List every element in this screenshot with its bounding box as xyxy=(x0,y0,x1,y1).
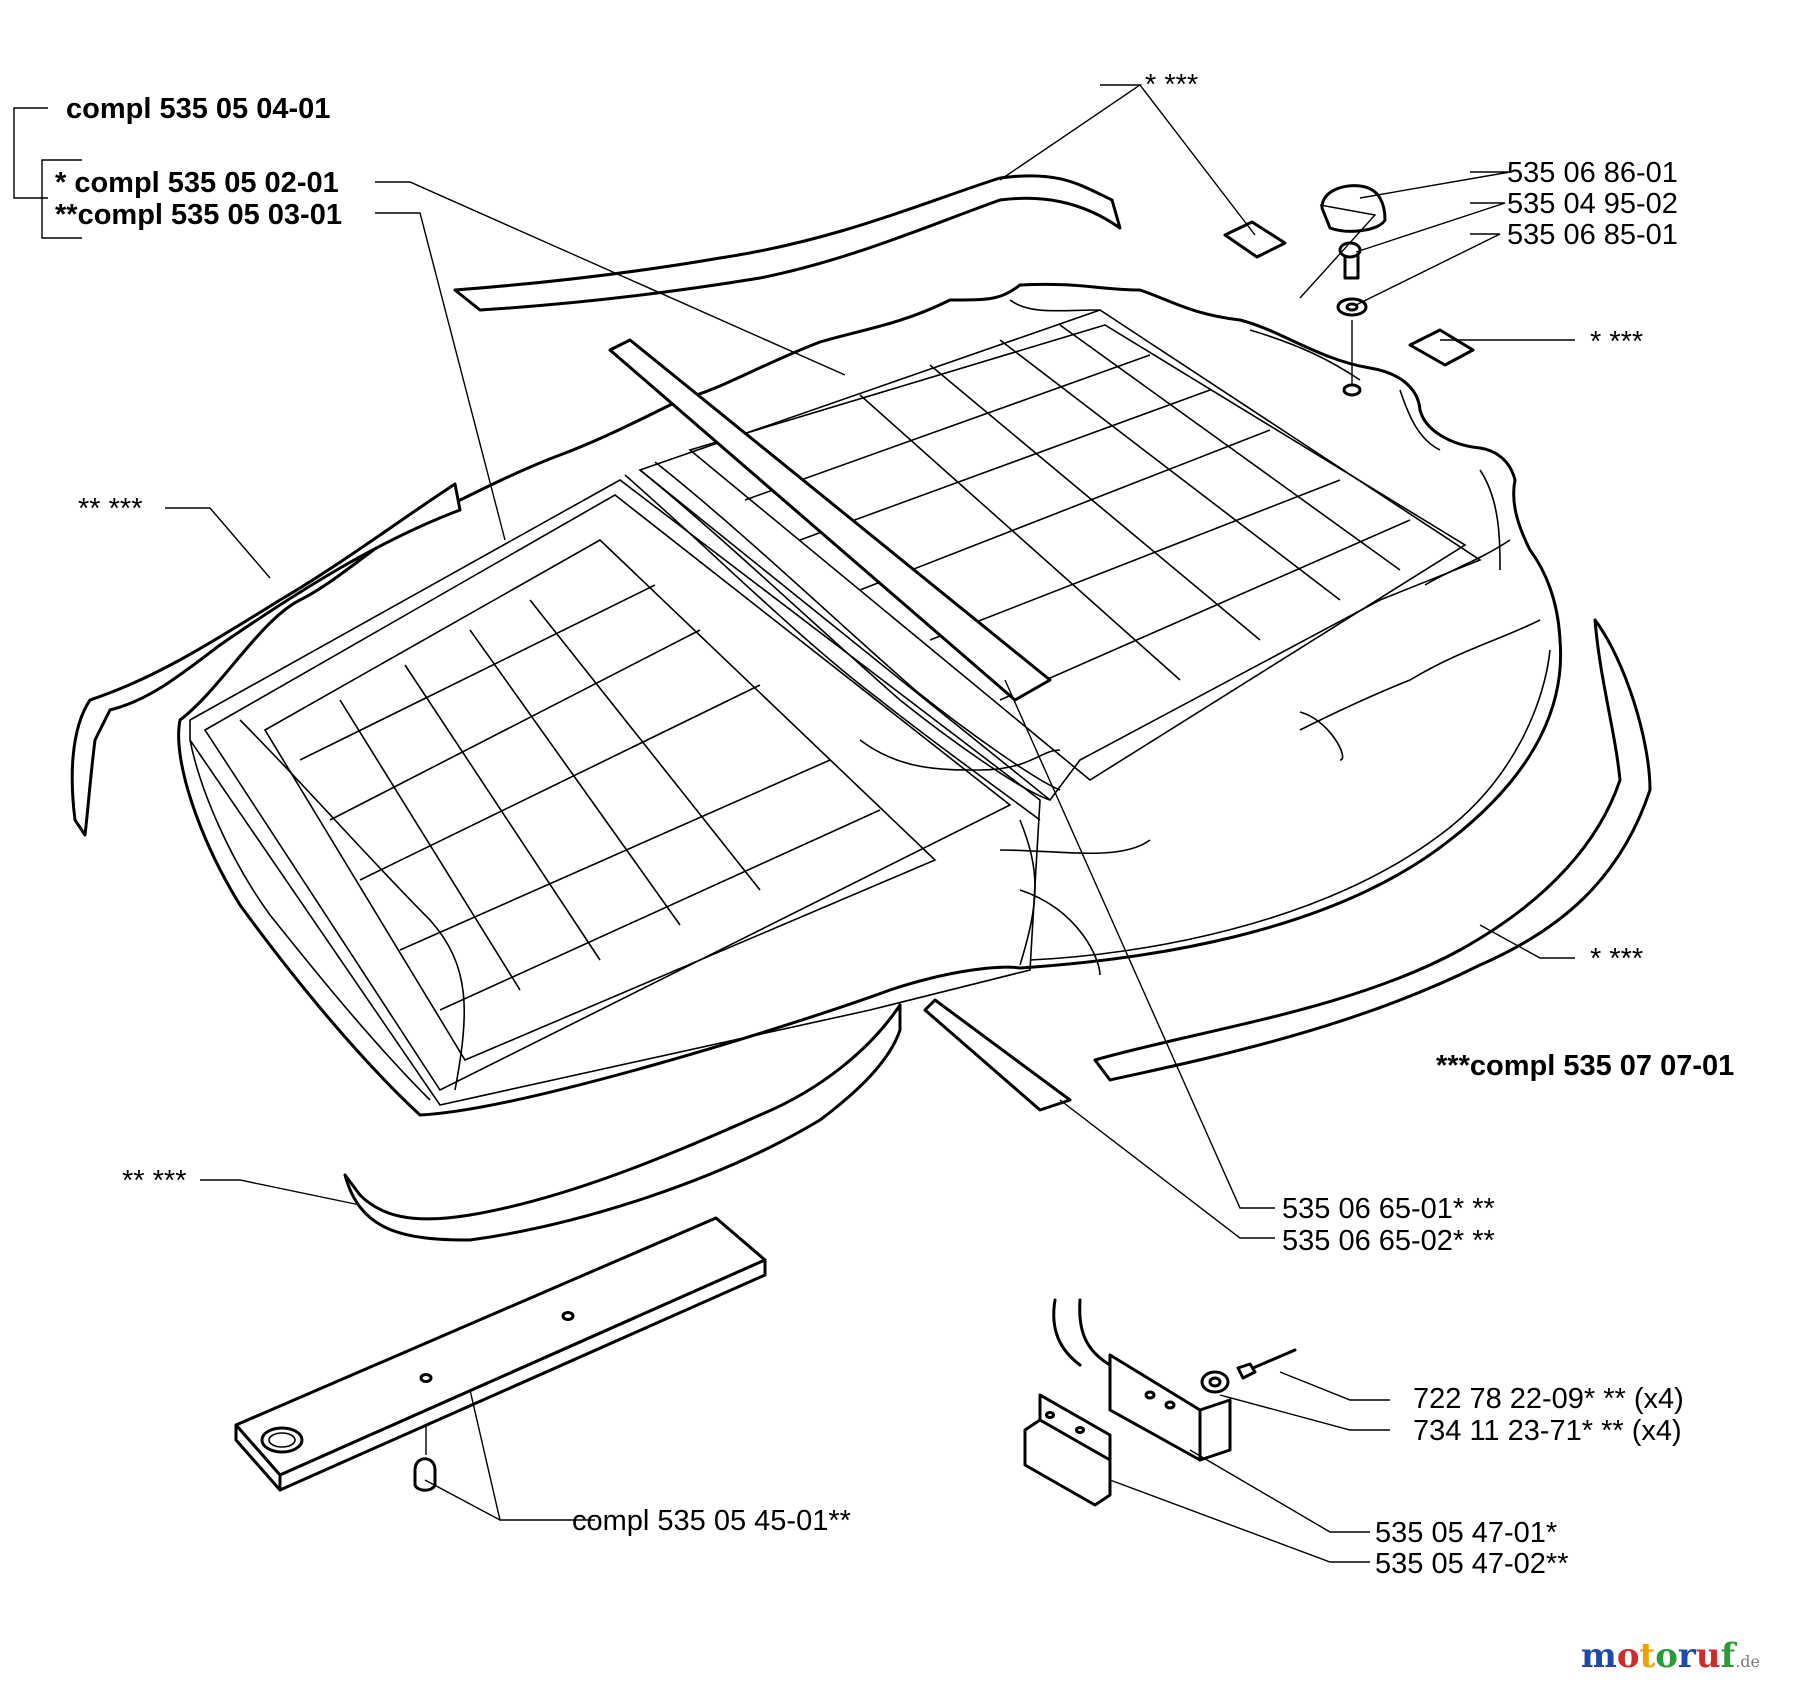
callout-screw: 535 04 95-02 xyxy=(1507,188,1678,220)
strip-left-bottom xyxy=(343,1003,902,1242)
callout-strip-left-top: ** *** xyxy=(78,493,143,525)
watermark-logo: motoruf.de xyxy=(1581,1636,1760,1676)
strip-center-a xyxy=(923,998,1072,1112)
group-bracket xyxy=(13,107,82,239)
center-seam xyxy=(624,461,1061,821)
seat-cover xyxy=(177,282,1563,1117)
watermark-letter: r xyxy=(1677,1636,1696,1676)
callout-washer: 535 06 85-01 xyxy=(1507,219,1678,251)
center-strip xyxy=(608,338,1052,702)
pad-top xyxy=(1223,220,1287,259)
leader-lines xyxy=(165,84,1575,1563)
callout-strip-right: * *** xyxy=(1590,943,1643,975)
label-group-sub1: * compl 535 05 02-01 xyxy=(55,167,339,199)
watermark-letter: o xyxy=(1616,1636,1640,1676)
callout-bracket-b: 535 05 47-02** xyxy=(1375,1548,1569,1580)
pad-right xyxy=(1408,328,1475,367)
strip-left-top xyxy=(70,482,462,837)
label-group-right: ***compl 535 07 07-01 xyxy=(1436,1050,1734,1082)
seat-bar xyxy=(234,1216,767,1492)
watermark-letter: o xyxy=(1655,1636,1678,1676)
hinge-brackets xyxy=(1023,1298,1297,1507)
strip-right xyxy=(1093,618,1652,1082)
callout-pad-right: * *** xyxy=(1590,326,1643,358)
callout-strip-top: * *** xyxy=(1145,69,1198,101)
watermark-letter: f xyxy=(1720,1636,1736,1676)
callout-strip-left-bottom: ** *** xyxy=(122,1165,187,1197)
watermark-letter: u xyxy=(1695,1636,1721,1676)
watermark-tld: .de xyxy=(1735,1652,1760,1671)
watermark-letter: m xyxy=(1580,1636,1617,1676)
callout-cap: 535 06 86-01 xyxy=(1507,157,1678,189)
callout-bracket-a: 535 05 47-01* xyxy=(1375,1517,1557,1549)
callout-rivet-washer: 734 11 23-71* ** (x4) xyxy=(1413,1415,1682,1447)
callout-bar: compl 535 05 45-01** xyxy=(572,1505,851,1537)
label-group-top: compl 535 05 04-01 xyxy=(66,93,330,125)
callout-strip-center-a: 535 06 65-01* ** xyxy=(1282,1193,1495,1225)
right-seat-panel xyxy=(638,309,1482,802)
callout-rivet: 722 78 22-09* ** (x4) xyxy=(1413,1383,1684,1415)
watermark-letter: t xyxy=(1639,1636,1656,1676)
strip-top xyxy=(453,174,1122,312)
callout-strip-center-b: 535 06 65-02* ** xyxy=(1282,1225,1495,1257)
label-group-sub2: **compl 535 05 03-01 xyxy=(55,199,342,231)
